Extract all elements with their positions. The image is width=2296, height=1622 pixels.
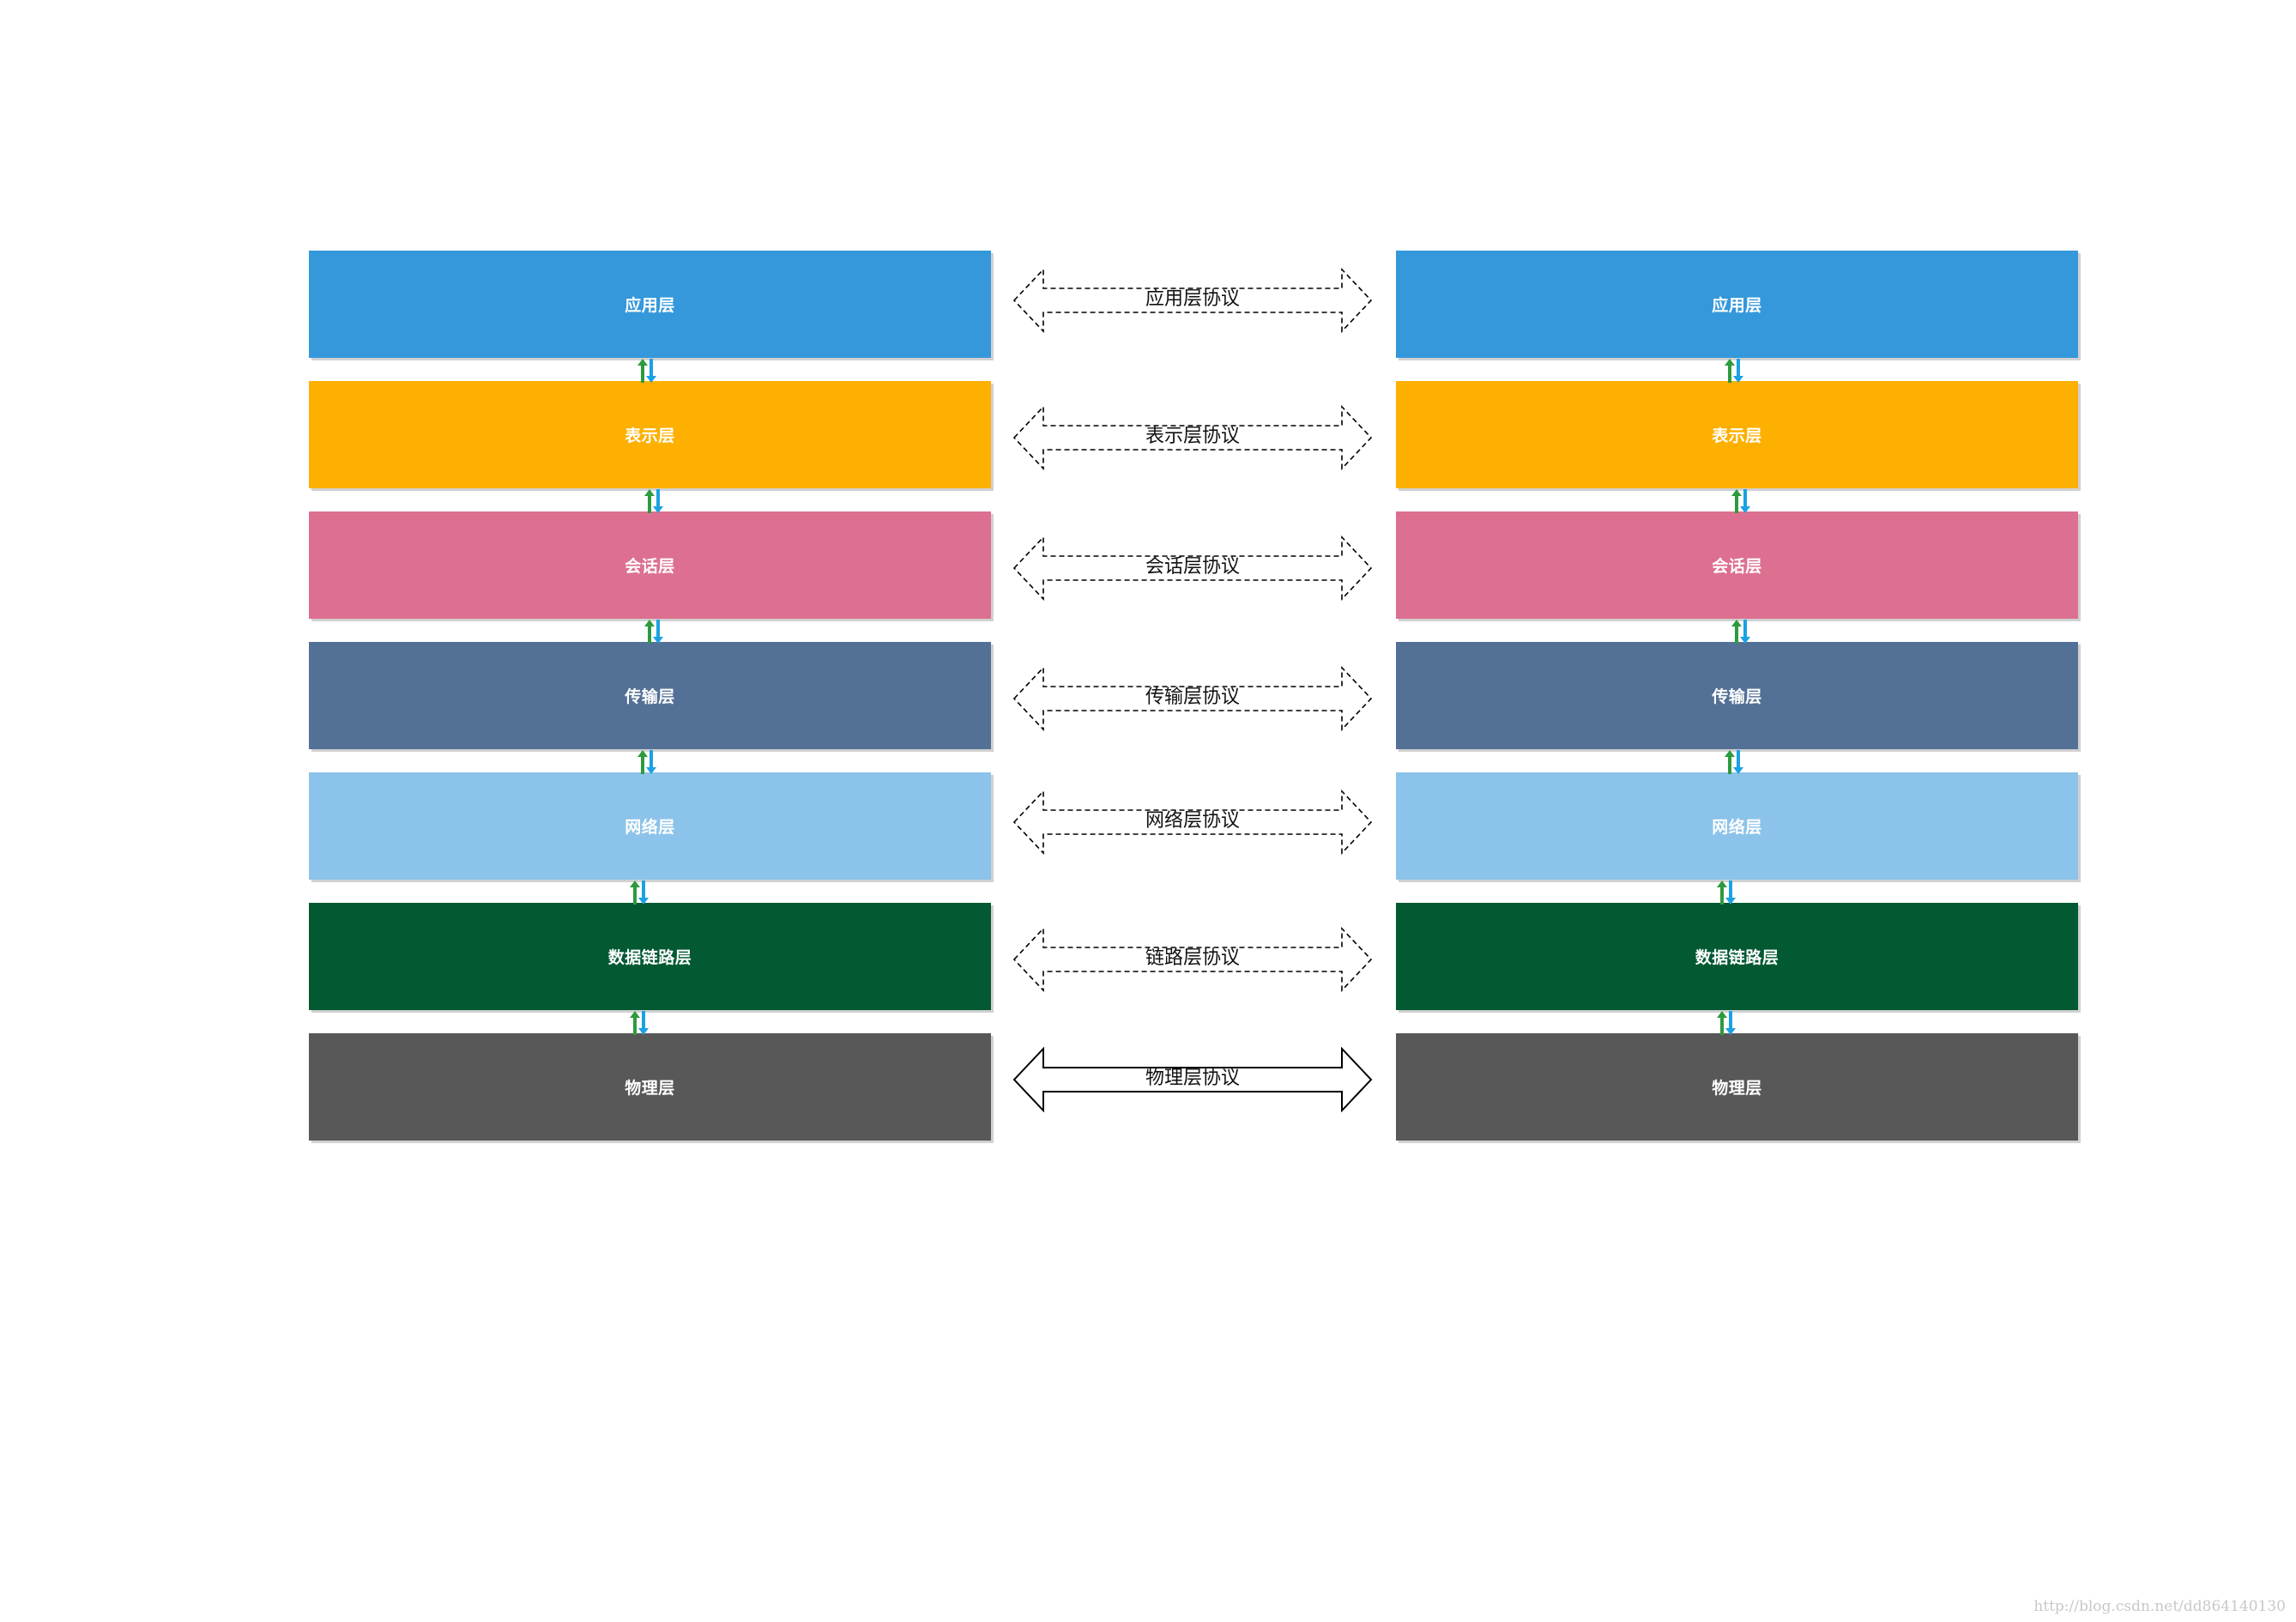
right-layer-data-link: 数据链路层 (1396, 903, 2078, 1010)
layer-label: 传输层 (1712, 687, 1762, 706)
protocol-arrow-session: 会话层协议 (1012, 536, 1373, 601)
protocol-arrow-physical: 物理层协议 (1012, 1047, 1373, 1112)
right-layer-presentation: 表示层 (1396, 381, 2078, 488)
protocol-label: 链路层协议 (1145, 947, 1240, 969)
layer-label: 物理层 (1712, 1079, 1762, 1098)
protocol-label: 传输层协议 (1145, 687, 1240, 708)
right-layer-physical: 物理层 (1396, 1033, 2078, 1141)
up-down-arrows-icon (1716, 1011, 1737, 1035)
up-down-arrows-icon (643, 489, 664, 513)
right-layer-session: 会话层 (1396, 511, 2078, 619)
up-down-arrows-icon (629, 1011, 650, 1035)
protocol-arrow-application: 应用层协议 (1012, 268, 1373, 333)
left-layer-physical: 物理层 (309, 1033, 991, 1141)
up-down-arrows-icon (643, 620, 664, 644)
up-down-arrows-icon (637, 750, 657, 774)
left-layer-presentation: 表示层 (309, 381, 991, 488)
protocol-label: 网络层协议 (1145, 810, 1240, 832)
up-down-arrows-icon (1716, 881, 1737, 905)
protocol-arrow-presentation: 表示层协议 (1012, 405, 1373, 470)
layer-label: 网络层 (1712, 818, 1762, 837)
layer-label: 表示层 (1712, 427, 1762, 445)
layer-label: 物理层 (625, 1079, 675, 1098)
protocol-arrow-data-link: 链路层协议 (1012, 927, 1373, 992)
layer-label: 数据链路层 (607, 948, 692, 967)
layer-label: 数据链路层 (1695, 948, 1779, 967)
up-down-arrows-icon (1724, 359, 1744, 383)
protocol-label: 应用层协议 (1145, 288, 1240, 310)
right-layer-application: 应用层 (1396, 251, 2078, 358)
layer-label: 会话层 (1712, 557, 1762, 576)
up-down-arrows-icon (1731, 489, 1751, 513)
layer-label: 应用层 (625, 296, 675, 315)
layer-label: 表示层 (625, 427, 675, 445)
up-down-arrows-icon (1724, 750, 1744, 774)
layer-label: 应用层 (1712, 296, 1762, 315)
peer-protocol-arrows: 应用层协议 表示层协议 会话层协议 传输层协议 网络层协议 链路层协议 物理层协… (1012, 251, 1373, 1143)
protocol-label: 表示层协议 (1145, 426, 1240, 447)
left-layer-session: 会话层 (309, 511, 991, 619)
up-down-arrows-icon (1731, 620, 1751, 644)
protocol-label: 会话层协议 (1145, 556, 1240, 578)
right-layer-transport: 传输层 (1396, 642, 2078, 749)
layer-label: 会话层 (625, 557, 675, 576)
left-layer-network: 网络层 (309, 772, 991, 880)
up-down-arrows-icon (637, 359, 657, 383)
protocol-label: 物理层协议 (1145, 1068, 1240, 1089)
up-down-arrows-icon (629, 881, 650, 905)
protocol-arrow-network: 网络层协议 (1012, 790, 1373, 855)
left-layer-application: 应用层 (309, 251, 991, 358)
protocol-arrow-transport: 传输层协议 (1012, 666, 1373, 731)
left-layer-transport: 传输层 (309, 642, 991, 749)
right-layer-network: 网络层 (1396, 772, 2078, 880)
layer-label: 网络层 (625, 818, 675, 837)
layer-label: 传输层 (625, 687, 675, 706)
left-layer-data-link: 数据链路层 (309, 903, 991, 1010)
watermark: http://blog.csdn.net/dd864140130 (2033, 1598, 2286, 1615)
